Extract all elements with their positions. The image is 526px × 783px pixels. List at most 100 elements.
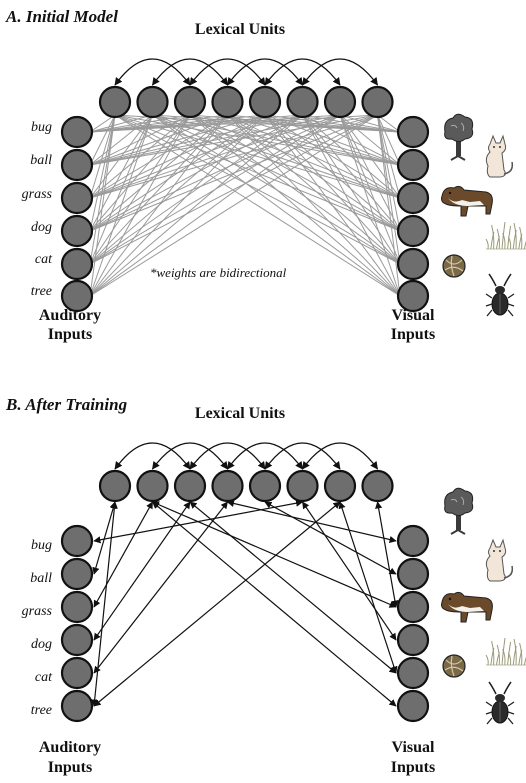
learned-connection-arrow	[189, 501, 397, 674]
learned-connection-arrow	[302, 501, 397, 641]
initial-weight-line	[264, 114, 401, 297]
tree-icon	[444, 113, 474, 161]
initial-weight-line	[89, 114, 341, 297]
visual-unit	[396, 590, 430, 624]
learned-connection-arrow	[93, 499, 304, 544]
lexical-unit	[248, 85, 282, 119]
panel-b-title: B. After Training	[5, 395, 128, 414]
initial-weight-line	[89, 114, 303, 265]
lexical-unit	[248, 469, 282, 503]
initial-weight-line	[89, 114, 116, 297]
initial-weight-line	[89, 114, 303, 166]
auditory-unit	[60, 181, 94, 215]
panel-b-auditory-label-1: Auditory	[39, 739, 101, 756]
visual-unit	[396, 656, 430, 690]
lexical-unit	[136, 469, 169, 503]
initial-weight-line	[377, 114, 401, 297]
initial-weight-line	[302, 114, 401, 265]
initial-weight-line	[89, 114, 116, 133]
lexical-unit	[286, 469, 319, 503]
word-label: grass	[22, 187, 53, 202]
initial-weight-line	[227, 114, 401, 232]
panel-b-visual-label-1: Visual	[392, 739, 436, 756]
auditory-unit	[60, 623, 94, 657]
lateral-connection-arrow	[301, 442, 379, 470]
word-label: dog	[31, 220, 52, 235]
panel-b-auditory-label-2: Inputs	[48, 759, 92, 776]
grass-icon	[485, 637, 526, 666]
lexical-unit	[323, 85, 357, 119]
initial-weight-line	[89, 114, 228, 232]
auditory-unit	[60, 214, 94, 248]
visual-unit	[396, 623, 430, 657]
learned-connection-arrow	[338, 501, 398, 674]
panel-b: B. After Training Lexical Units bug ball…	[5, 395, 435, 776]
initial-weight-line	[89, 114, 378, 265]
cat-icon	[485, 134, 514, 178]
initial-weight-line	[152, 114, 401, 232]
cat-icon	[485, 538, 514, 582]
lexical-unit	[211, 85, 244, 119]
auditory-unit	[60, 656, 94, 690]
tree-icon	[444, 487, 474, 535]
initial-weight-line	[89, 114, 303, 297]
panel-b-lateral-arcs	[114, 442, 379, 470]
dog-icon	[441, 185, 493, 217]
panel-a-auditory-label-1: Auditory	[39, 307, 101, 324]
learned-connection-arrow	[93, 501, 228, 674]
initial-weight-line	[264, 114, 401, 133]
lexical-unit	[323, 469, 357, 503]
lateral-connection-arrow	[114, 442, 191, 470]
learned-connection-arrow	[264, 501, 397, 575]
grass-icon	[485, 221, 526, 250]
visual-unit	[396, 181, 430, 215]
panel-a-visual-units	[396, 115, 430, 313]
initial-weight-line	[89, 114, 378, 199]
initial-weight-line	[89, 114, 378, 297]
auditory-unit	[60, 557, 94, 591]
initial-weight-line	[114, 114, 401, 265]
panel-a-title: A. Initial Model	[5, 7, 118, 26]
visual-unit	[396, 214, 430, 248]
auditory-unit	[60, 689, 94, 723]
initial-weight-line	[302, 114, 401, 199]
lateral-connection-arrow	[226, 442, 304, 470]
panel-b-lexical-label: Lexical Units	[195, 405, 285, 422]
word-label: bug	[31, 120, 52, 135]
panel-a: A. Initial Model Lexical Units bug ball …	[5, 7, 435, 343]
word-label: ball	[30, 571, 52, 586]
visual-unit	[396, 148, 430, 182]
visual-unit	[396, 279, 430, 313]
lexical-unit	[173, 469, 207, 503]
lateral-connection-arrow	[151, 442, 229, 470]
initial-weight-line	[89, 114, 228, 199]
ball-icon	[442, 654, 466, 678]
initial-weight-line	[89, 114, 266, 199]
lexical-unit	[136, 85, 169, 119]
panel-a-visual-label-2: Inputs	[391, 326, 435, 343]
lateral-connection-arrow	[301, 58, 379, 86]
lexical-unit	[98, 85, 132, 119]
initial-weight-line	[89, 114, 191, 166]
word-label: cat	[35, 670, 53, 685]
dog-icon	[441, 591, 493, 623]
initial-weight-line	[89, 114, 378, 232]
auditory-unit	[60, 524, 94, 558]
initial-weight-line	[302, 114, 401, 232]
initial-weight-line	[89, 114, 153, 297]
initial-weight-line	[89, 114, 116, 265]
initial-weight-line	[377, 114, 401, 166]
panel-a-lexical-label: Lexical Units	[195, 21, 285, 38]
auditory-unit	[60, 115, 94, 149]
ball-icon	[442, 254, 466, 278]
visual-unit	[396, 689, 430, 723]
panel-a-auditory-units	[60, 115, 94, 313]
auditory-unit	[60, 279, 94, 313]
initial-weight-line	[89, 114, 153, 133]
panel-b-auditory-units	[60, 524, 94, 723]
panel-b-word-labels: bug ball grass dog cat tree	[22, 538, 53, 718]
lexical-unit	[361, 469, 394, 503]
visual-unit	[396, 557, 430, 591]
initial-weight-line	[89, 114, 303, 199]
lateral-connection-arrow	[189, 58, 266, 86]
